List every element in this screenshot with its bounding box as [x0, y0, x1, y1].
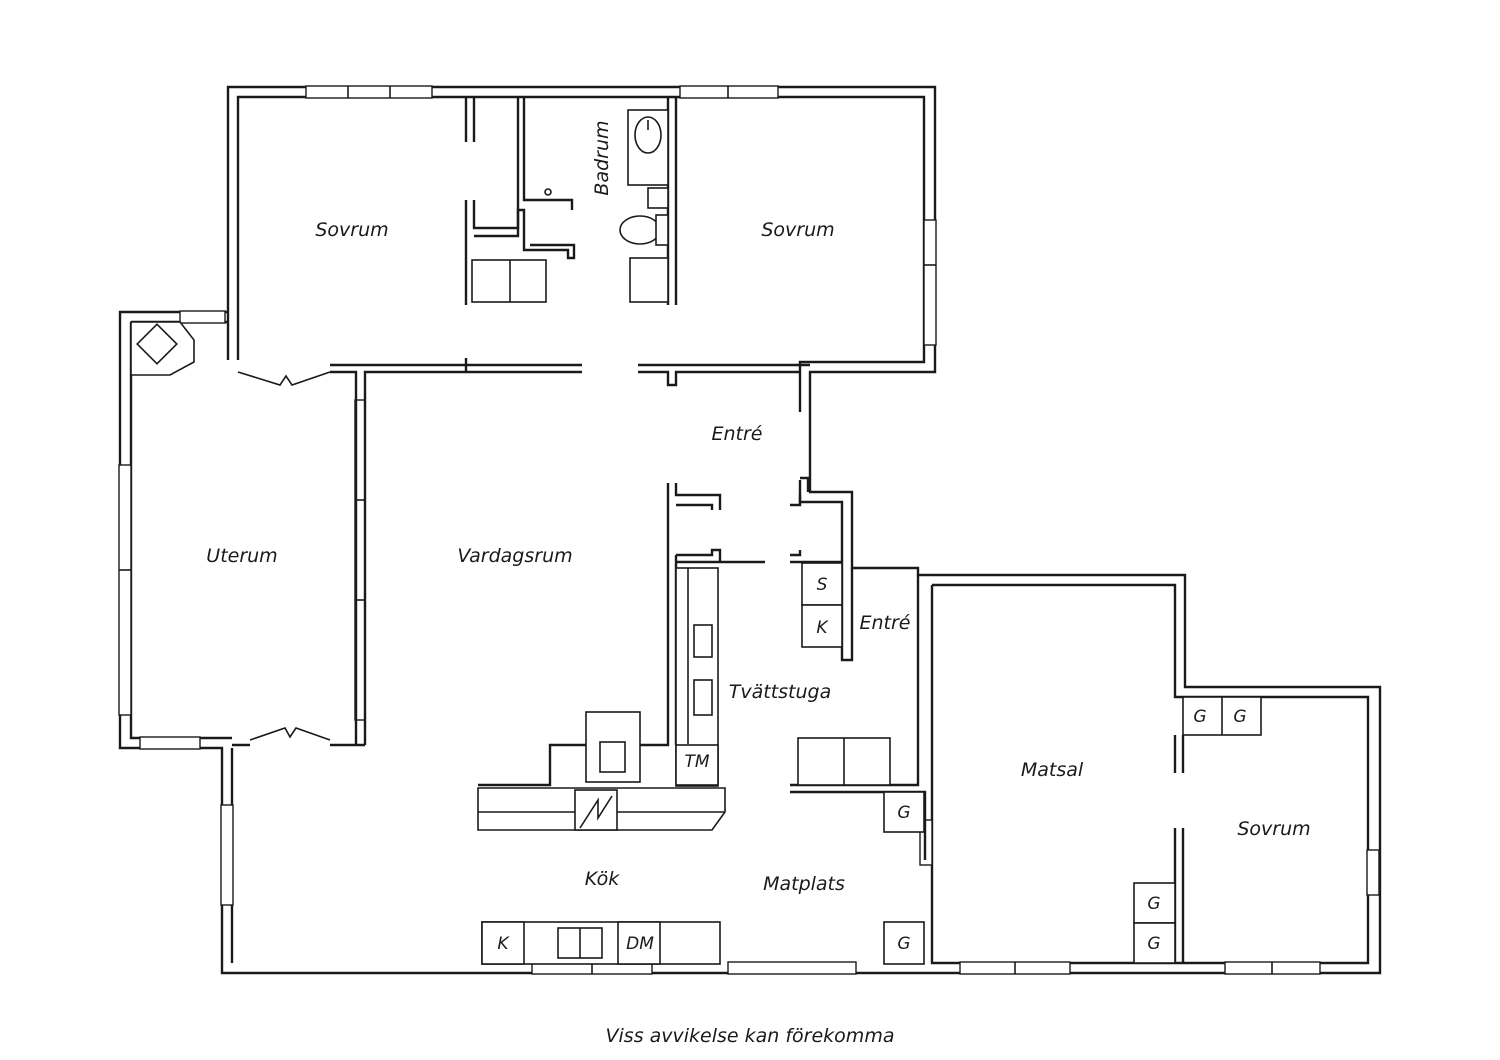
room-label-sovrum: Sovrum [315, 219, 388, 241]
fixture-label-dm: DM [626, 934, 654, 954]
bathroom-fixtures [471, 109, 669, 303]
laundry-fixtures [797, 737, 891, 786]
windows [118, 85, 1380, 975]
room-label-matplats: Matplats [763, 873, 845, 895]
toilet-icon [619, 215, 661, 245]
fixture-label-g: G [897, 934, 910, 954]
cabinets [801, 562, 1262, 965]
disclaimer-note: Viss avvikelse kan förekomma [606, 1025, 895, 1047]
fixture-label-k: K [816, 618, 829, 638]
fixture-label-g: G [1147, 894, 1160, 914]
room-label-entre: Entré [712, 423, 763, 445]
room-label-sovrum: Sovrum [761, 219, 834, 241]
room-label-matsal: Matsal [1021, 759, 1084, 781]
fixture-label-s: S [817, 575, 828, 595]
room-label-vardagsrum: Vardagsrum [457, 545, 572, 567]
room-label-entre: Entré [860, 612, 911, 634]
fixture-label-g: G [1193, 707, 1206, 727]
exterior-walls [118, 85, 1382, 975]
room-label-badrum: Badrum [591, 120, 613, 195]
fixture-label-g: G [897, 803, 910, 823]
fixture-labels: S K TM G G G G G G K DM [497, 575, 1246, 954]
fixture-label-g: G [1147, 934, 1160, 954]
doors [237, 371, 331, 741]
fireplace-icon [130, 321, 195, 376]
kitchen-fixtures [477, 567, 726, 965]
fixture-label-g: G [1233, 707, 1246, 727]
room-label-kok: Kök [585, 868, 620, 890]
room-label-tvattstuga: Tvättstuga [729, 681, 832, 703]
fixture-label-tm: TM [684, 752, 709, 772]
room-label-uterum: Uterum [206, 545, 277, 567]
fixture-label-k: K [497, 934, 510, 954]
room-label-sovrum: Sovrum [1237, 818, 1310, 840]
room-labels: Sovrum Badrum Sovrum Entré Uterum Vardag… [206, 120, 1310, 895]
